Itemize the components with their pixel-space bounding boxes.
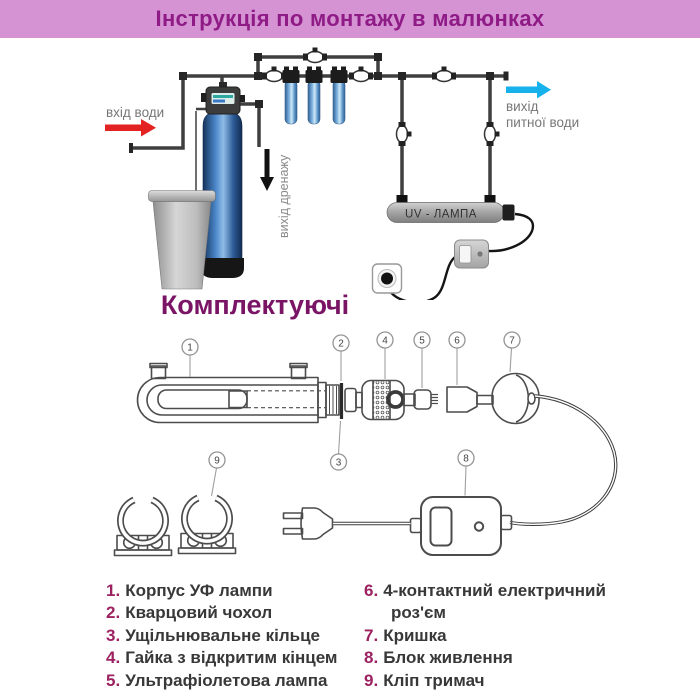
nut-drawing xyxy=(361,379,405,421)
callout-5: 5 xyxy=(413,331,431,349)
uv-housing-drawing xyxy=(136,362,340,424)
list-item: 7.Кришка xyxy=(364,625,620,647)
list-item: 6.4-контактний електричний роз'єм xyxy=(364,580,620,625)
parts-list-right: 6.4-контактний електричний роз'єм 7.Криш… xyxy=(364,580,620,692)
item-text: Кришка xyxy=(383,625,447,645)
head-port xyxy=(219,82,227,89)
callout-8: 8 xyxy=(457,449,475,467)
clip-drawing xyxy=(177,494,237,555)
svg-text:7: 7 xyxy=(509,336,515,347)
inlet-arrow-icon xyxy=(105,119,156,137)
valve-icon xyxy=(432,66,456,83)
outlet-label-line1: вихід xyxy=(506,99,538,114)
item-number: 1. xyxy=(106,581,121,600)
page-title: Інструкція по монтажу в малюнках xyxy=(155,6,545,31)
callouts: 1 2 3 4 5 6 7 xyxy=(181,331,521,497)
item-text: Ультрафіолетова лампа xyxy=(125,670,328,690)
item-text: Кварцовий чохол xyxy=(125,603,273,623)
brine-tank xyxy=(148,190,216,290)
plug-drawing xyxy=(282,507,411,540)
cap-drawing xyxy=(491,372,540,425)
item-number: 3. xyxy=(106,625,121,645)
item-number: 5. xyxy=(106,670,121,690)
item-text: Ущільнювальне кільце xyxy=(125,625,320,645)
filter-icon xyxy=(282,66,300,125)
outlet-arrow-icon xyxy=(506,81,551,99)
callout-2: 2 xyxy=(332,334,350,352)
valves xyxy=(262,47,500,146)
svg-text:8: 8 xyxy=(463,454,469,465)
item-text: Корпус УФ лампи xyxy=(125,581,273,600)
uv-bulb-drawing xyxy=(403,389,438,410)
page-header: Інструкція по монтажу в малюнках xyxy=(0,0,700,38)
svg-text:9: 9 xyxy=(214,456,220,467)
callout-6: 6 xyxy=(448,331,466,349)
item-number: 9. xyxy=(364,670,379,690)
item-number: 8. xyxy=(364,648,379,668)
callout-9: 9 xyxy=(208,451,226,469)
list-item: 2.Кварцовий чохол xyxy=(106,602,360,624)
uv-lamp: UV - ЛАМПА xyxy=(386,195,515,223)
valve-icon xyxy=(262,66,286,83)
components-heading: Комплектуючі xyxy=(160,290,350,320)
list-item: 4.Гайка з відкритим кінцем xyxy=(106,647,360,669)
svg-text:2: 2 xyxy=(338,339,344,350)
list-item: 8.Блок живлення xyxy=(364,647,620,669)
uv-lamp-label: UV - ЛАМПА xyxy=(405,209,477,221)
item-number: 7. xyxy=(364,625,379,645)
list-item: 1.Корпус УФ лампи xyxy=(106,580,360,602)
svg-text:4: 4 xyxy=(382,336,388,347)
callout-7: 7 xyxy=(503,331,521,349)
svg-text:6: 6 xyxy=(454,336,460,347)
filter-icon xyxy=(305,66,323,125)
callout-4: 4 xyxy=(376,331,394,349)
plug-icon xyxy=(381,272,393,285)
filter-icon xyxy=(330,66,348,125)
list-item: 5.Ультрафіолетова лампа xyxy=(106,670,360,692)
item-text: 4-контактний електричний роз'єм xyxy=(383,581,606,623)
quartz-sleeve-drawing xyxy=(157,387,363,413)
callout-3: 3 xyxy=(329,453,348,471)
valve-icon xyxy=(395,122,412,146)
item-number: 4. xyxy=(106,648,121,668)
callout-1: 1 xyxy=(181,338,199,356)
power-cords xyxy=(385,212,535,300)
installation-schematic: вхід води вихід питної води вихід дренаж… xyxy=(105,47,579,300)
valve-icon xyxy=(483,122,500,146)
drain-label: вихід дренажу xyxy=(277,154,291,238)
svg-text:5: 5 xyxy=(419,336,425,347)
parts-list-left: 1.Корпус УФ лампи 2.Кварцовий чохол 3.Ущ… xyxy=(106,580,360,692)
softener-tank xyxy=(201,82,245,278)
drain-arrow-icon xyxy=(260,149,274,191)
item-number: 2. xyxy=(106,603,121,623)
cable-drawing xyxy=(509,394,618,527)
ballast-box xyxy=(454,239,489,269)
filter-housings xyxy=(282,66,348,125)
list-item: 9.Кліп тримач xyxy=(364,670,620,692)
wall-outlet xyxy=(371,263,403,294)
power-supply-drawing xyxy=(409,496,513,556)
clip-drawing xyxy=(113,496,173,557)
item-text: Гайка з відкритим кінцем xyxy=(125,648,338,668)
bypass-valve-icon xyxy=(303,47,327,64)
pipe-fittings xyxy=(129,53,509,153)
inlet-label: вхід води xyxy=(106,105,164,120)
svg-text:1: 1 xyxy=(187,343,193,354)
item-number: 6. xyxy=(364,581,379,600)
outlet-label-line2: питної води xyxy=(506,115,579,130)
item-text: Кліп тримач xyxy=(383,670,485,690)
svg-text:3: 3 xyxy=(336,458,342,469)
parts-diagram: 1 2 3 4 5 6 7 xyxy=(113,331,618,557)
connector-drawing xyxy=(446,386,494,413)
list-item: 3.Ущільнювальне кільце xyxy=(106,625,360,647)
item-text: Блок живлення xyxy=(383,648,513,668)
valve-icon xyxy=(349,66,373,83)
